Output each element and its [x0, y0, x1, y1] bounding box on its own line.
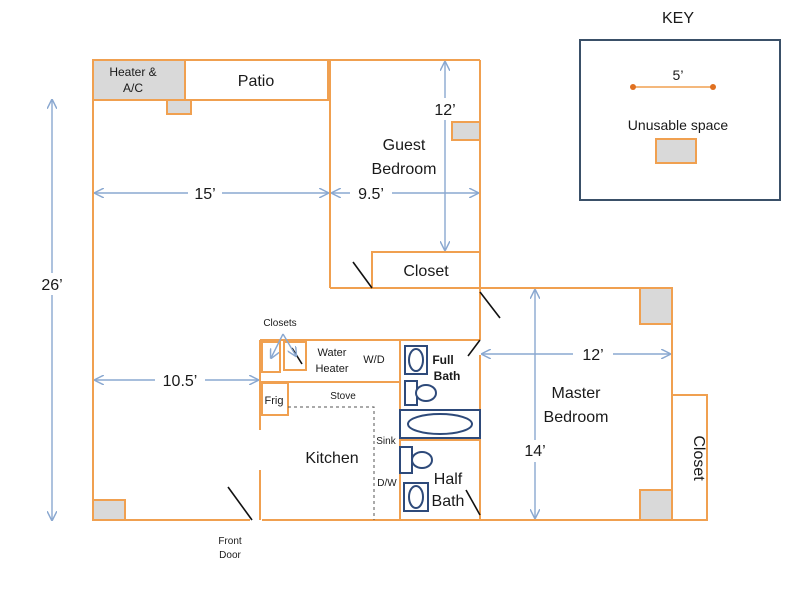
full-bath-label-line1: Full: [432, 353, 453, 367]
full-bath-toilet-bowl: [415, 384, 437, 402]
master-closet: [671, 394, 708, 521]
walls: [92, 59, 708, 521]
bathtub-basin: [407, 413, 473, 435]
sink-label: Sink: [376, 436, 396, 447]
half-bath-toilet-tank: [399, 446, 413, 474]
dimension-lines: [52, 62, 670, 520]
dim-living-width-label: 15’: [194, 186, 215, 203]
kitchen-counter: [288, 406, 375, 520]
closet-small-2: [283, 341, 307, 371]
half-bath-label-line2: Bath: [432, 493, 465, 510]
door-master: [479, 291, 501, 319]
heater-label-line1: Heater &: [109, 65, 156, 79]
dw-label: D/W: [377, 478, 397, 489]
kitchen-label: Kitchen: [305, 450, 358, 467]
dim-guest-depth-label: 12’: [434, 102, 455, 119]
door-full-bath: [467, 339, 481, 357]
unusable-master-top: [639, 287, 673, 325]
stove-label: Stove: [330, 391, 356, 402]
doors: [227, 261, 501, 521]
closet-small-1: [261, 341, 281, 373]
patio-label: Patio: [238, 73, 275, 90]
key-title: KEY: [662, 10, 694, 27]
master-bedroom-label-line2: Bedroom: [544, 409, 609, 426]
frig: [261, 382, 289, 416]
key-box: [579, 39, 781, 201]
unusable-guest: [451, 121, 481, 141]
guest-bedroom-label-line1: Guest: [383, 137, 426, 154]
key-legend: KEY 5’ Unusable space: [579, 10, 781, 201]
water-heater-label-line2: Heater: [315, 363, 348, 375]
guest-closet: [371, 251, 481, 289]
closets-pointer-2: [282, 333, 296, 356]
key-scale-dot-right: [710, 84, 716, 90]
room-labels: Heater & A/C Patio Guest Bedroom Closet …: [109, 65, 707, 561]
wd-label: W/D: [363, 354, 384, 366]
heater-unit: [92, 59, 186, 101]
half-bath-label-line1: Half: [434, 471, 463, 488]
door-front: [227, 486, 253, 521]
frig-label: Frig: [265, 395, 284, 407]
water-heater-label-line1: Water: [318, 347, 347, 359]
dim-master-width-label: 12’: [582, 347, 603, 364]
dim-living-lower-width-label: 10.5’: [163, 373, 198, 390]
dim-master-depth-label: 14’: [524, 443, 545, 460]
guest-closet-label: Closet: [403, 263, 449, 280]
closets-pointer-1: [271, 333, 284, 358]
door-half-bath: [465, 489, 481, 516]
unusable-master-bottom: [639, 489, 673, 521]
fixtures: [399, 345, 481, 512]
unusable-heater: [166, 99, 192, 115]
master-closet-label: Closet: [690, 435, 707, 481]
unusable-living: [92, 499, 126, 521]
half-bath-toilet-bowl: [411, 451, 433, 469]
key-scale-label: 5’: [673, 67, 684, 83]
half-bath-sink-bowl: [408, 485, 424, 509]
guest-bedroom-label-line2: Bedroom: [372, 161, 437, 178]
master-bedroom-label-line1: Master: [552, 385, 602, 402]
unusable-spaces: [92, 99, 673, 521]
dim-guest-width-label: 9.5’: [358, 186, 384, 203]
front-door-label-line2: Door: [219, 550, 241, 561]
key-unusable-swatch: [655, 138, 697, 164]
closets-label: Closets: [263, 318, 296, 329]
full-bath-sink-bowl: [408, 348, 424, 372]
key-scale-dot-left: [630, 84, 636, 90]
heater-label-line2: A/C: [123, 81, 143, 95]
front-door-label-line1: Front: [218, 536, 242, 547]
door-guest: [352, 261, 373, 289]
key-unusable-label: Unusable space: [628, 117, 729, 133]
dim-overall-height-label: 26’: [41, 277, 62, 294]
full-bath-label-line2: Bath: [434, 369, 461, 383]
dimension-labels: 26’ 15’ 9.5’ 12’ 10.5’ 12’ 14’: [35, 98, 613, 462]
